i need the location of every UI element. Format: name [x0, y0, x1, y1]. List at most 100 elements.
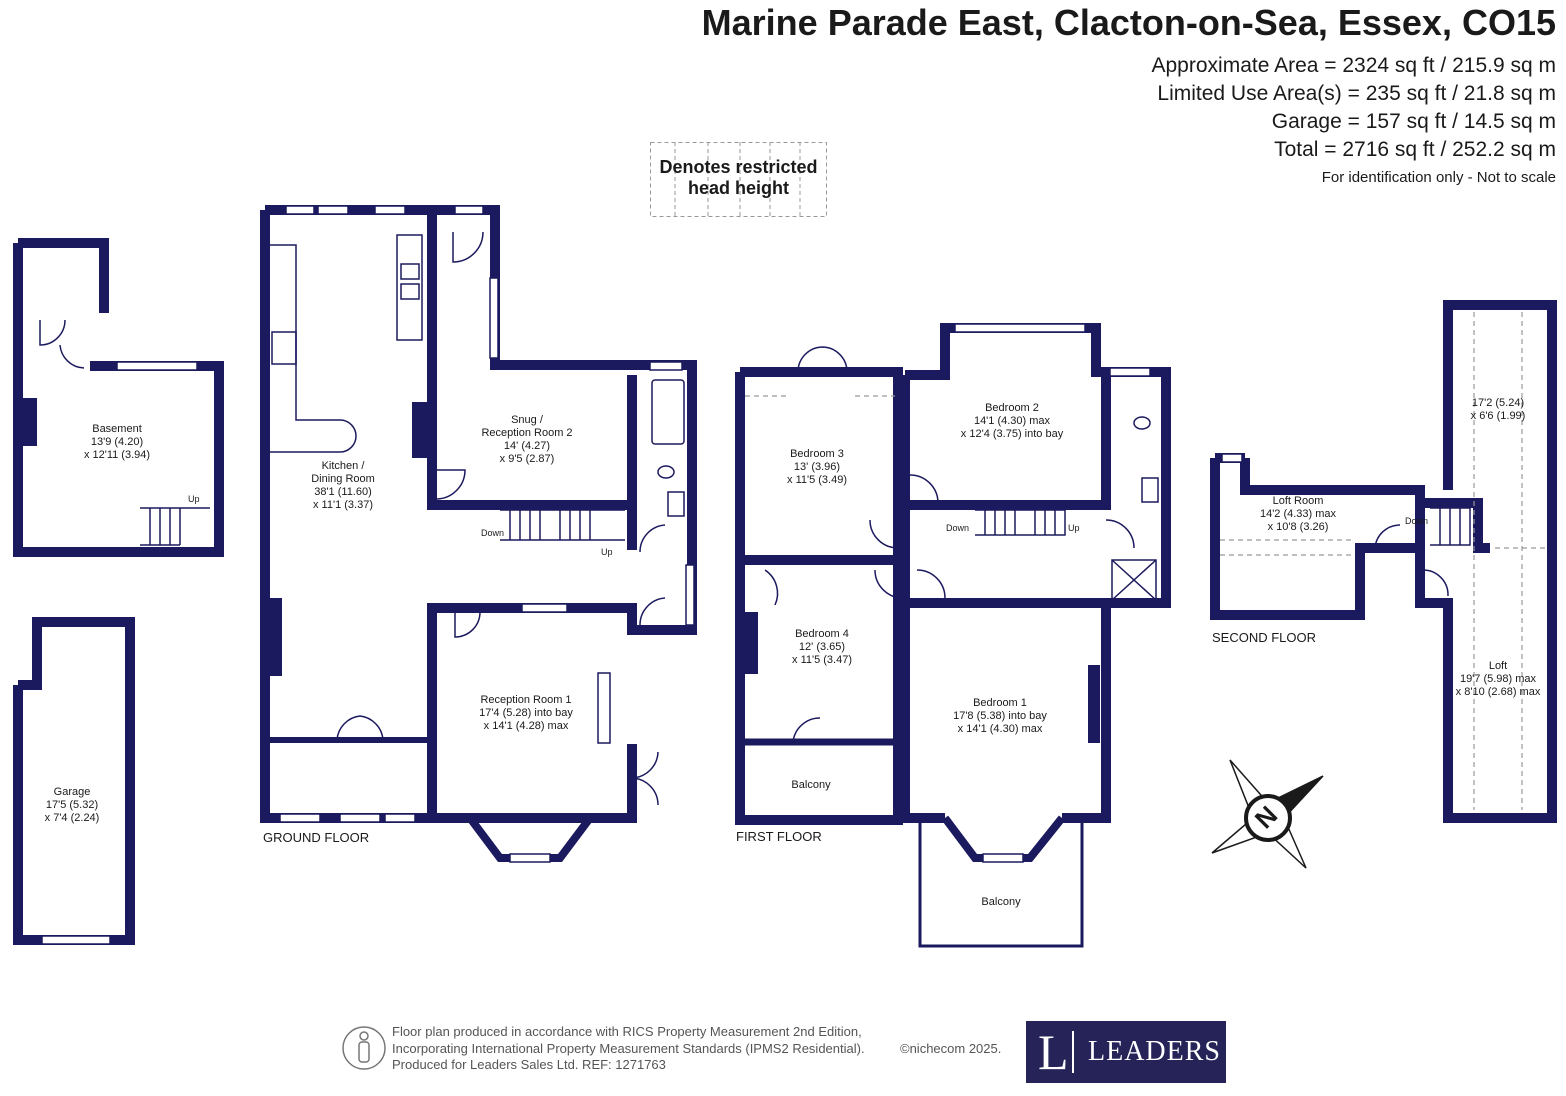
door	[1421, 569, 1449, 597]
room-label-front-balcony: Balcony	[981, 896, 1020, 909]
footer-line: Incorporating International Property Mea…	[392, 1040, 865, 1056]
room-name: Loft	[1488, 660, 1508, 672]
room-size: x 8'10 (2.68) max	[1455, 686, 1541, 698]
sink-icon	[400, 263, 420, 280]
room-name: Balcony	[791, 779, 831, 791]
window	[982, 853, 1024, 863]
door	[39, 319, 66, 346]
room-label-reception-1: Reception Room 1 17'4 (5.28) into bay x …	[479, 694, 573, 733]
door	[792, 717, 821, 743]
fireplace	[597, 672, 611, 744]
shower-icon	[1111, 559, 1157, 601]
door	[639, 524, 666, 553]
front-balcony-outline	[918, 818, 1084, 948]
room-size: 13'9 (4.20)	[90, 436, 144, 448]
window	[374, 205, 406, 215]
room-name: Bedroom 4	[795, 628, 849, 640]
approximate-area: Approximate Area = 2324 sq ft / 215.9 sq…	[1151, 54, 1557, 77]
french-doors	[631, 751, 659, 806]
stair-label-first-up: Up	[1068, 523, 1080, 533]
door	[869, 519, 899, 549]
door	[916, 569, 946, 599]
french-doors	[336, 715, 384, 741]
french-doors	[797, 346, 848, 373]
room-size: 17'2 (5.24)	[1471, 397, 1525, 409]
door	[874, 569, 904, 599]
room-name: Snug /	[511, 414, 543, 426]
window	[1109, 367, 1151, 377]
door	[435, 469, 466, 500]
footer-line: Produced for Leaders Sales Ltd. REF: 127…	[392, 1057, 666, 1072]
room-size: 14'1 (4.30) max	[973, 415, 1051, 427]
kitchen-counter	[270, 244, 357, 453]
room-label-garage: Garage 17'5 (5.32) x 7'4 (2.24)	[45, 786, 100, 825]
room-label-loft: Loft 19'7 (5.98) max x 8'10 (2.68) max	[1456, 660, 1541, 699]
room-name: Loft Room	[1272, 495, 1324, 507]
room-size: 12' (3.65)	[798, 641, 846, 653]
room-size: x 12'11 (3.94)	[83, 449, 151, 461]
room-label-upper-loft: 17'2 (5.24) x 6'6 (1.99)	[1471, 397, 1526, 423]
compass-rose	[1211, 759, 1324, 869]
door	[909, 474, 939, 504]
room-label-kitchen: Kitchen / Dining Room 38'1 (11.60) x 11'…	[311, 460, 375, 512]
room-name: Reception Room 1	[480, 694, 572, 706]
stair-label-second-down: Down	[1405, 516, 1429, 526]
stair-label-basement-up: Up	[188, 494, 200, 504]
room-label-basement: Basement 13'9 (4.20) x 12'11 (3.94)	[84, 423, 150, 462]
restricted-height-legend-box	[650, 142, 827, 217]
person-info-icon	[342, 1026, 386, 1070]
room-size: 19'7 (5.98) max	[1459, 673, 1537, 685]
property-address: Marine Parade East, Clacton-on-Sea, Esse…	[701, 2, 1556, 43]
room-label-snug: Snug / Reception Room 2 14' (4.27) x 9'5…	[481, 414, 572, 466]
windows	[41, 205, 1243, 945]
restricted-height-legend: Denotes restricted head height	[650, 157, 827, 199]
toilet-icon	[657, 465, 675, 479]
window	[339, 813, 381, 823]
room-name: Bedroom 3	[790, 448, 844, 460]
footer-line: Floor plan produced in accordance with R…	[392, 1024, 862, 1039]
basement-walls	[13, 238, 224, 557]
room-label-bedroom-1: Bedroom 1 17'8 (5.38) into bay x 14'1 (4…	[953, 697, 1047, 736]
room-name: Balcony	[981, 896, 1021, 908]
door	[1374, 524, 1401, 549]
first-stairs	[975, 509, 1066, 536]
room-size: 13' (3.96)	[793, 461, 841, 473]
bath-icon	[651, 379, 685, 445]
room-size: 17'4 (5.28) into bay	[479, 707, 573, 719]
window	[685, 564, 695, 626]
second-stairs	[1430, 507, 1471, 546]
walls	[13, 205, 1557, 945]
window	[954, 323, 1086, 333]
balcony-outlines	[918, 818, 1084, 948]
room-name: Bedroom 1	[973, 697, 1027, 709]
limited-use-area: Limited Use Area(s) = 235 sq ft / 21.8 s…	[1157, 82, 1556, 105]
room-name: Dining Room	[311, 473, 375, 485]
door	[454, 611, 481, 638]
room-size: 17'5 (5.32)	[45, 799, 99, 811]
window	[489, 277, 499, 359]
total-area: Total = 2716 sq ft / 252.2 sq m	[1274, 138, 1556, 161]
garage-walls	[13, 617, 135, 945]
stair-label-ground-up: Up	[601, 547, 613, 557]
window	[454, 205, 484, 215]
floor-label-ground: GROUND FLOOR	[263, 830, 370, 845]
fixtures	[39, 231, 1471, 806]
hob-icon	[271, 331, 297, 365]
room-size: x 12'4 (3.75) into bay	[960, 428, 1064, 440]
first-bay-window	[941, 815, 1066, 862]
ground-floor-interior-walls	[427, 210, 637, 550]
window	[279, 813, 321, 823]
room-size: 38'1 (11.60)	[314, 486, 372, 498]
room-size: 14' (4.27)	[503, 440, 551, 452]
stair-label-first-down: Down	[946, 523, 970, 533]
toilet-icon	[1133, 416, 1151, 430]
room-name: Reception Room 2	[481, 427, 573, 439]
floor-label-second: SECOND FLOOR	[1212, 630, 1317, 645]
room-size: 17'8 (5.38) into bay	[953, 710, 1047, 722]
room-name: Garage	[53, 786, 91, 798]
door	[764, 569, 779, 606]
door	[1105, 519, 1135, 549]
chimney-breasts	[23, 398, 1100, 743]
scale-note: For identification only - Not to scale	[1321, 169, 1556, 186]
window	[649, 361, 683, 371]
